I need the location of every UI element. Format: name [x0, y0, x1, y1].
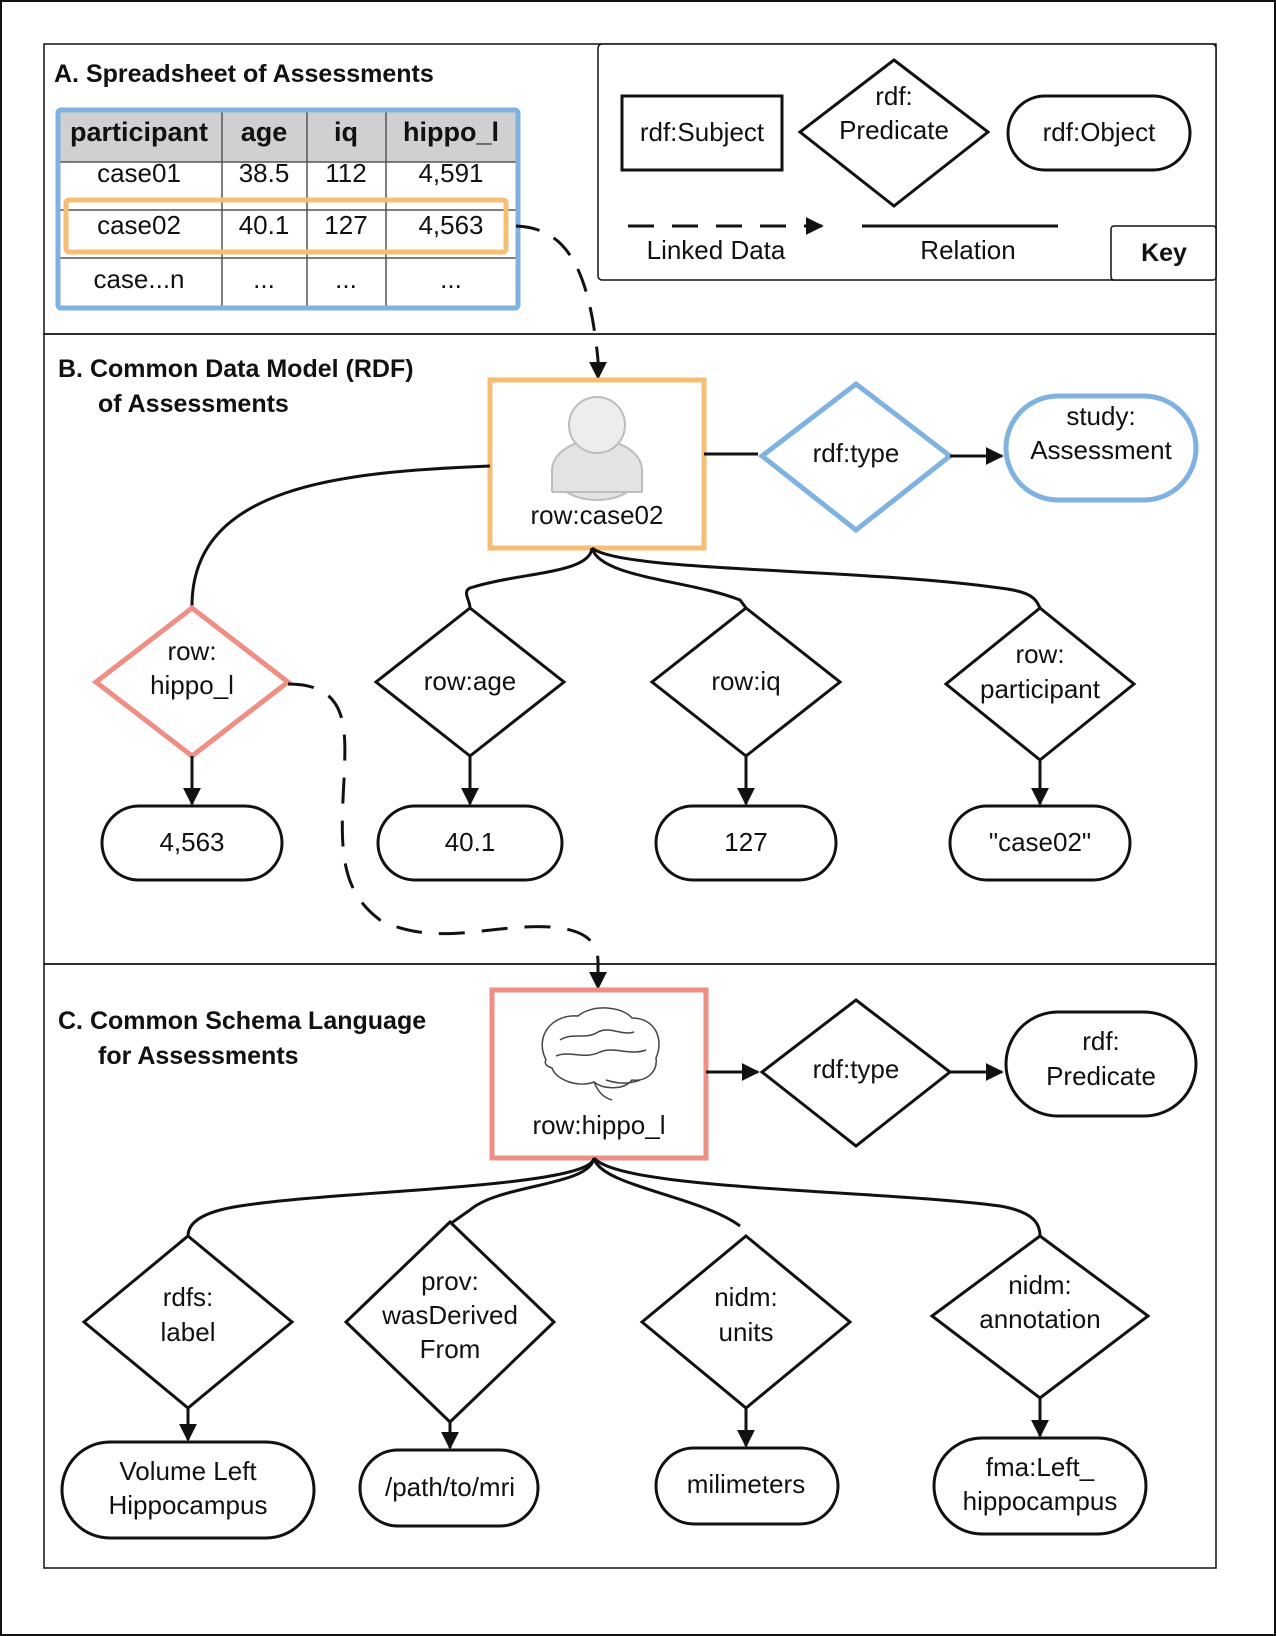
predicate-rdf-type-c	[759, 998, 953, 1148]
relation-line	[464, 547, 594, 609]
key-subject-shape	[620, 94, 784, 172]
section-c-title-2: for Assessments	[98, 1042, 299, 1070]
subject-case02-label: row:case02	[531, 500, 664, 530]
spreadsheet-table: participant age iq hippo_l case01 38.5 1…	[55, 107, 521, 311]
value-hippo-l	[100, 804, 284, 882]
subject-hippo-l-label: row:hippo_l	[533, 1110, 666, 1140]
object-rdf-predicate-label-1: rdf:	[1082, 1026, 1120, 1056]
linked-data-connector-row	[515, 224, 600, 361]
predicate-row-participant-label-2: participant	[980, 674, 1101, 704]
linked-data-connector-predicate	[287, 682, 600, 963]
table-cell: 38.5	[239, 158, 290, 188]
value-fma-left-hippocampus	[932, 1436, 1148, 1536]
predicate-row-hippo-l-label-2: hippo_l	[150, 670, 234, 700]
table-cell: 127	[324, 210, 367, 240]
object-study-assessment-label-1: study:	[1066, 401, 1135, 431]
predicate-nidm-annotation-label-1: nidm:	[1008, 1270, 1072, 1300]
predicate-rdf-type-c-label: rdf:type	[813, 1054, 900, 1084]
col-header-age: age	[241, 117, 288, 147]
table-cell: 40.1	[239, 210, 290, 240]
object-study-assessment	[1003, 393, 1199, 503]
table-cell: 4,591	[418, 158, 483, 188]
value-iq-label: 127	[724, 827, 767, 857]
table-cell: case01	[97, 158, 181, 188]
predicate-row-participant-label-1: row:	[1015, 639, 1064, 669]
value-participant-label: "case02"	[989, 827, 1091, 857]
predicate-rdf-type-b	[757, 380, 955, 534]
value-volume-label-1: Volume Left	[119, 1456, 257, 1486]
predicate-row-age-label: row:age	[424, 666, 517, 696]
value-age	[376, 804, 564, 882]
relation-line	[190, 464, 491, 607]
object-rdf-predicate	[1004, 1010, 1198, 1118]
table-highlight-blue	[55, 107, 521, 311]
col-header-iq: iq	[334, 117, 358, 147]
key-object-shape	[1006, 94, 1192, 172]
relation-line	[592, 1157, 741, 1228]
section-b-title-2: of Assessments	[98, 390, 289, 418]
table-cell: case...n	[93, 264, 184, 294]
predicate-nidm-units-label-2: units	[719, 1317, 774, 1347]
value-age-label: 40.1	[445, 827, 496, 857]
key-panel: rdf:Subject rdf: Predicate rdf:Object Li…	[597, 43, 1217, 281]
table-cell: ...	[335, 264, 357, 294]
relation-line	[591, 546, 1042, 609]
predicate-prov-label-3: From	[420, 1334, 481, 1364]
relation-line	[449, 1157, 596, 1226]
object-study-assessment-label-2: Assessment	[1030, 435, 1172, 465]
key-object-label: rdf:Object	[1043, 117, 1156, 147]
predicate-prov-label-1: prov:	[421, 1266, 479, 1296]
object-rdf-predicate-label-2: Predicate	[1046, 1061, 1156, 1091]
key-predicate-label-2: Predicate	[839, 115, 949, 145]
value-milimeters-label: milimeters	[687, 1469, 805, 1499]
predicate-row-iq-label: row:iq	[711, 666, 780, 696]
predicate-row-hippo-l-label-1: row:	[167, 636, 216, 666]
table-cell: 4,563	[418, 210, 483, 240]
value-fma-label-1: fma:Left_	[986, 1452, 1095, 1482]
person-icon	[551, 396, 643, 501]
value-path-to-mri-label: /path/to/mri	[385, 1472, 515, 1502]
table-cell: case02	[97, 210, 181, 240]
relation-line	[590, 547, 748, 609]
predicate-prov-label-2: wasDerived	[381, 1300, 518, 1330]
predicate-nidm-units-label-1: nidm:	[714, 1282, 778, 1312]
key-relation-label: Relation	[920, 235, 1015, 265]
predicate-rdfs-label-text-1: rdfs:	[163, 1282, 214, 1312]
section-c-panel	[43, 963, 1217, 1569]
col-header-hippo-l: hippo_l	[403, 117, 499, 147]
predicate-nidm-annotation-label-2: annotation	[979, 1304, 1100, 1334]
table-cell: 112	[325, 158, 366, 188]
key-title-box	[1110, 225, 1217, 281]
table-cell: ...	[440, 264, 462, 294]
key-subject-label: rdf:Subject	[640, 117, 765, 147]
value-milimeters	[654, 1446, 840, 1526]
key-predicate-label-1: rdf:	[875, 81, 913, 111]
table-header-bg	[60, 112, 516, 162]
subject-hippo-l-box	[489, 987, 709, 1161]
row-highlight-orange	[63, 197, 509, 255]
value-hippo-l-label: 4,563	[159, 827, 224, 857]
predicate-rdf-type-b-label: rdf:type	[813, 438, 900, 468]
predicate-rdfs-label-text-2: label	[161, 1317, 216, 1347]
value-volume-left-hippocampus	[60, 1440, 316, 1540]
table-cell: ...	[253, 264, 275, 294]
relation-line	[592, 1156, 1042, 1237]
section-a-title: A. Spreadsheet of Assessments	[54, 60, 434, 88]
brain-icon	[541, 1007, 660, 1101]
value-path-to-mri	[358, 1448, 540, 1528]
value-fma-label-2: hippocampus	[963, 1486, 1118, 1516]
subject-hippo-l: row:hippo_l	[489, 987, 709, 1161]
section-b-title-1: B. Common Data Model (RDF)	[58, 355, 414, 383]
subject-case02: row:case02	[487, 377, 707, 551]
value-volume-label-2: Hippocampus	[109, 1490, 268, 1520]
value-participant	[948, 804, 1132, 882]
col-header-participant: participant	[70, 117, 208, 147]
key-predicate-shape	[797, 58, 991, 208]
key-linked-data-label: Linked Data	[647, 235, 786, 265]
section-c-title-1: C. Common Schema Language	[58, 1007, 426, 1035]
value-iq	[654, 804, 838, 882]
relation-line	[186, 1157, 596, 1237]
key-title: Key	[1141, 239, 1187, 267]
